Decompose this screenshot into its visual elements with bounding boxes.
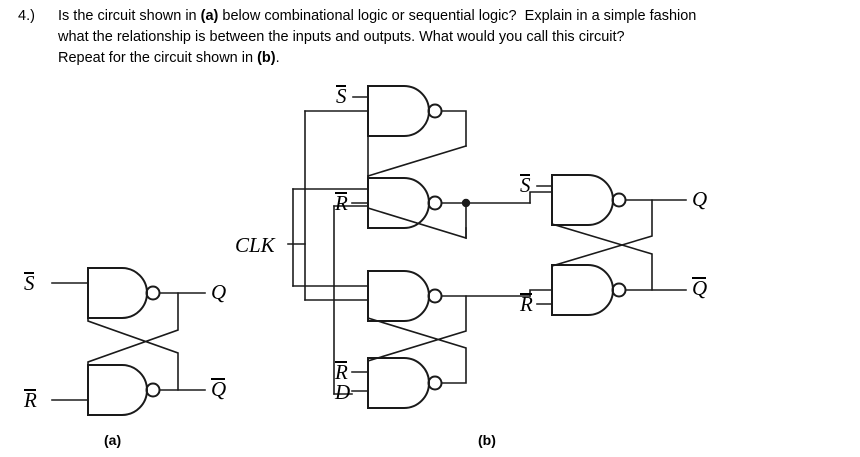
wire-cross-a-1 xyxy=(87,292,179,376)
wire-b6-to-b5 xyxy=(551,211,653,291)
figure-b-wires xyxy=(287,85,687,409)
question-text: Is the circuit shown in (a) below combin… xyxy=(58,6,818,69)
label-sbar-b-top: S xyxy=(336,84,347,108)
nand-gate-b3 xyxy=(367,270,443,322)
wire-b1-to-b2 xyxy=(367,145,467,177)
wire-cross-a-2 xyxy=(87,307,179,391)
junction-dot-b2-output xyxy=(461,198,471,208)
nand-gate-b4 xyxy=(367,357,443,409)
nand-gate-b2 xyxy=(367,177,443,229)
wire-b4-to-b3 xyxy=(367,279,467,384)
label-sbar-b-right: S xyxy=(520,173,531,197)
wire-b2-to-b5 xyxy=(529,191,553,204)
label-rbar-b-mid: R xyxy=(335,191,348,215)
nand-gate-bottom-a xyxy=(87,364,161,416)
figure-a-wires xyxy=(51,267,206,416)
label-qbar-a: Q xyxy=(211,377,227,401)
label-rbar-a: R xyxy=(24,388,37,412)
nand-gate-top-a xyxy=(87,267,161,319)
question-line-2: what the relationship is between the inp… xyxy=(58,29,625,45)
label-rbar-b-right: R xyxy=(520,292,533,316)
label-clk-b: CLK xyxy=(235,233,275,257)
nand-gate-b5 xyxy=(551,174,627,226)
question-number: 4.) xyxy=(18,8,35,24)
nand-gate-b6 xyxy=(551,264,627,316)
wire-b5-to-b6 xyxy=(551,199,653,279)
question-line-3: Repeat for the circuit shown in (b). xyxy=(58,50,280,66)
wire-b3-to-b4 xyxy=(367,295,467,371)
label-qbar-b: Q xyxy=(692,276,708,300)
wire-b3-to-b6 xyxy=(529,289,553,297)
nand-gate-b1 xyxy=(367,85,443,137)
label-rbar-b-bottom: R xyxy=(335,360,348,384)
caption-figure-a: (a) xyxy=(104,432,122,448)
question-block: 4.) Is the circuit shown in (a) below co… xyxy=(18,6,818,69)
label-sbar-a: S xyxy=(24,271,35,295)
label-q-b: Q xyxy=(692,187,708,211)
wire-b2-to-b1 xyxy=(367,121,467,240)
wire-b1-out xyxy=(441,110,467,147)
label-q-a: Q xyxy=(211,280,227,304)
question-line-1: Is the circuit shown in (a) below combin… xyxy=(58,8,697,24)
caption-figure-b: (b) xyxy=(478,432,496,448)
label-d-b: D xyxy=(335,380,351,404)
